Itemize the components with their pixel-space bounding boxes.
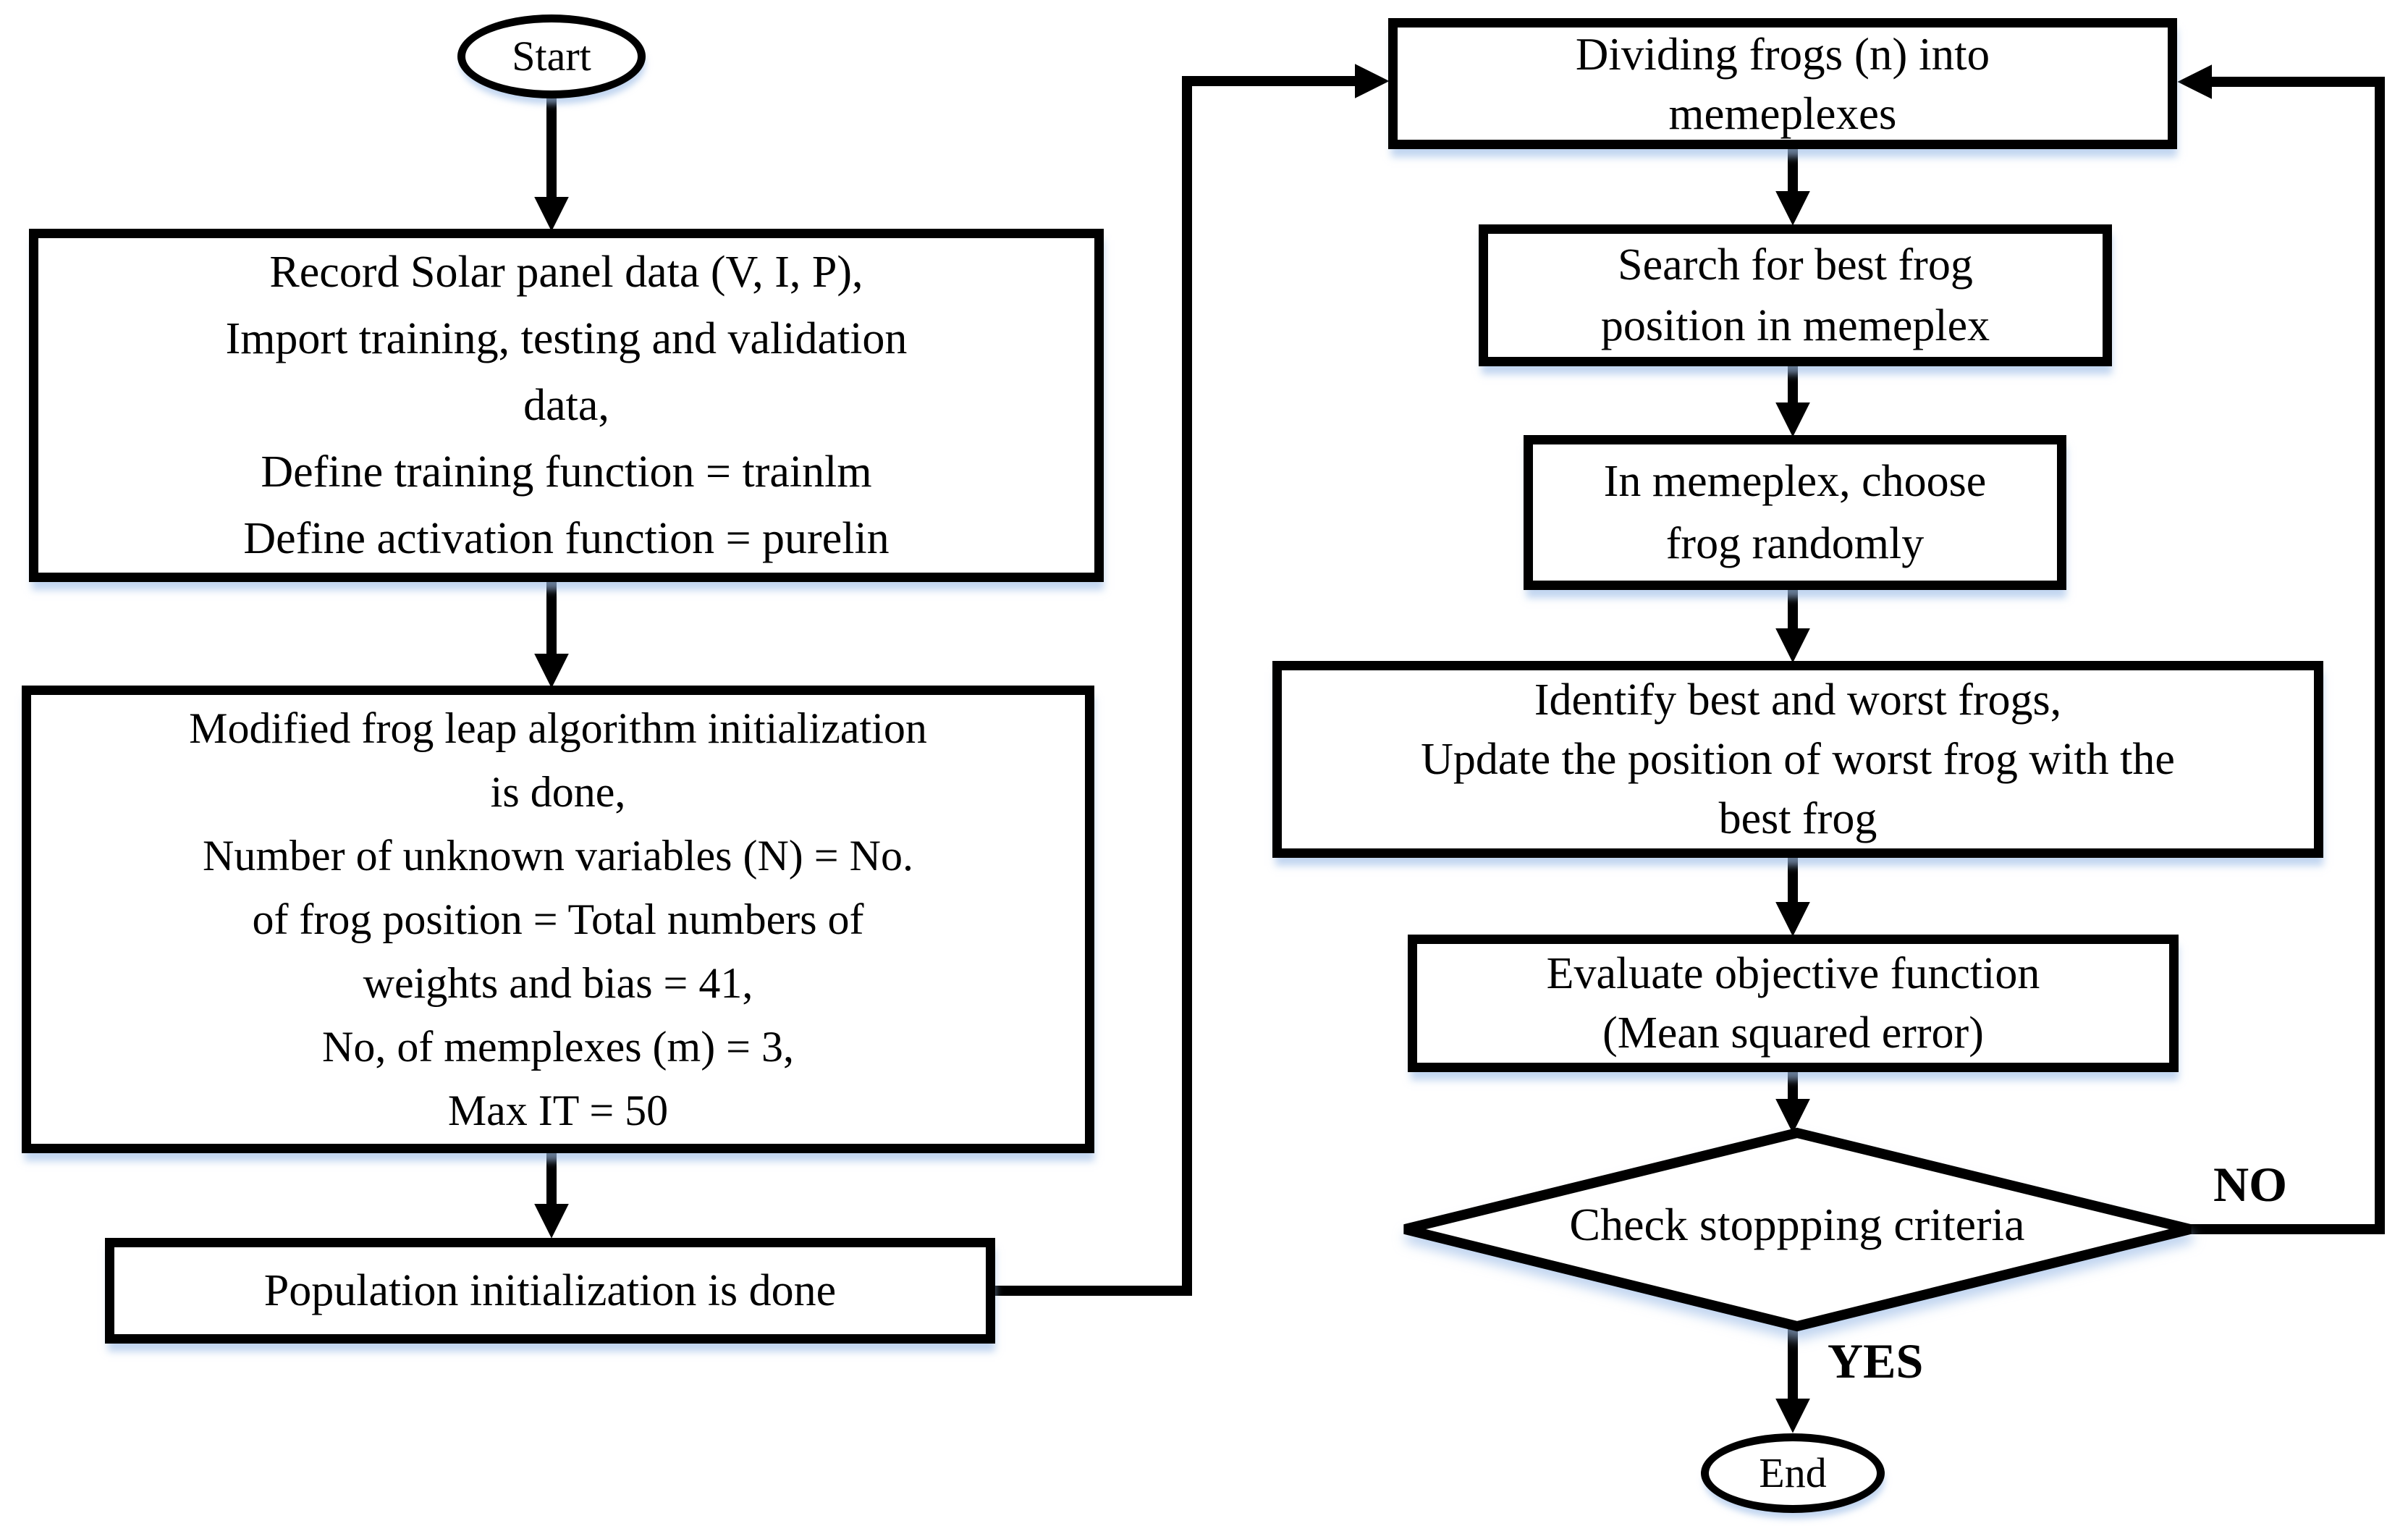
decision-diamond [1403,1127,2192,1332]
process-evaluate-objective-label: Evaluate objective function (Mean square… [1546,949,2040,1058]
process-dividing-frogs: Dividing frogs (n) into memeplexes [1388,18,2177,149]
process-identify-update-frogs-label: Identify best and worst frogs, Update th… [1421,675,2175,843]
process-frog-leap-init: Modified frog leap algorithm initializat… [22,686,1094,1153]
process-record-solar-data: Record Solar panel data (V, I, P), Impor… [29,229,1104,582]
end-label: End [1759,1449,1827,1496]
process-identify-update-frogs: Identify best and worst frogs, Update th… [1272,661,2323,858]
process-choose-frog-randomly-label: In memeplex, choose frog randomly [1603,457,1987,568]
process-record-solar-data-label: Record Solar panel data (V, I, P), Impor… [225,248,908,563]
start-label: Start [512,33,591,80]
process-population-init-label: Population initialization is done [263,1266,837,1315]
process-population-init: Population initialization is done [105,1238,995,1344]
process-search-best-frog-label: Search for best frog position in memeple… [1600,240,1990,350]
process-evaluate-objective: Evaluate objective function (Mean square… [1408,935,2179,1072]
branch-label-no: NO [2213,1157,2287,1212]
arrow-decision-no-loop [2177,64,2385,1234]
process-dividing-frogs-label: Dividing frogs (n) into memeplexes [1575,28,1990,139]
decision-check-stopping-label: Check stoppping criteria [1569,1199,2025,1250]
start-terminal: Start [457,14,646,98]
branch-label-yes: YES [1828,1333,1924,1388]
process-frog-leap-init-label: Modified frog leap algorithm initializat… [189,704,927,1134]
process-choose-frog-randomly: In memeplex, choose frog randomly [1524,435,2066,590]
decision-check-stopping: Check stoppping criteria [1448,1202,2147,1248]
process-search-best-frog: Search for best frog position in memeple… [1479,224,2112,366]
arrow-population-to-dividing [992,64,1390,1296]
end-terminal: End [1701,1433,1885,1513]
